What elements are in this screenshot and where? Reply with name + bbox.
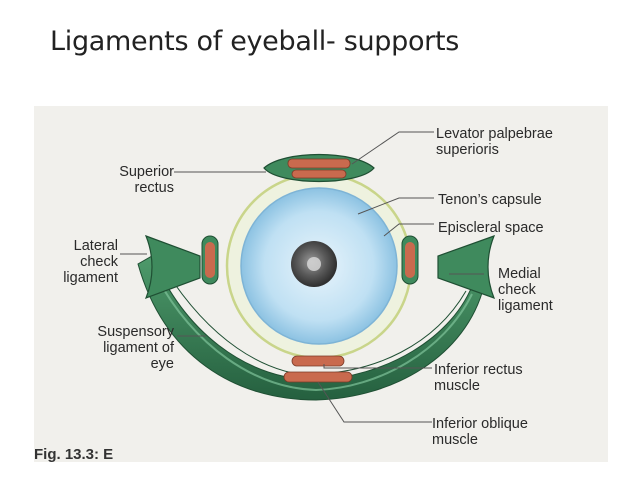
label-lateral-check-ligament: Lateral check ligament bbox=[63, 238, 118, 286]
lateral-check-ligament-shape bbox=[144, 234, 201, 300]
leader-lines bbox=[120, 131, 484, 423]
figure-caption: Fig. 13.3: E bbox=[34, 446, 114, 462]
label-episcleral-space: Episcleral space bbox=[438, 220, 544, 236]
eye-diagram bbox=[120, 131, 496, 423]
inferior-rectus-shape bbox=[291, 355, 345, 367]
eye-ligament-figure: Superior rectus Levator palpebrae superi… bbox=[34, 106, 608, 462]
inferior-oblique-shape bbox=[283, 371, 353, 383]
label-superior-rectus: Superior rectus bbox=[119, 164, 174, 196]
slide-title: Ligaments of eyeball- supports bbox=[50, 26, 460, 57]
label-inferior-oblique: Inferior oblique muscle bbox=[432, 416, 528, 448]
levator-palpebrae-shape bbox=[287, 158, 351, 169]
medial-check-ligament-shape bbox=[437, 234, 496, 300]
label-tenons-capsule: Tenon’s capsule bbox=[438, 192, 542, 208]
label-inferior-rectus: Inferior rectus muscle bbox=[434, 362, 523, 394]
label-medial-check-ligament: Medial check ligament bbox=[498, 266, 553, 314]
label-suspensory-ligament: Suspensory ligament of eye bbox=[97, 324, 174, 372]
label-levator-palpebrae: Levator palpebrae superioris bbox=[436, 126, 553, 158]
